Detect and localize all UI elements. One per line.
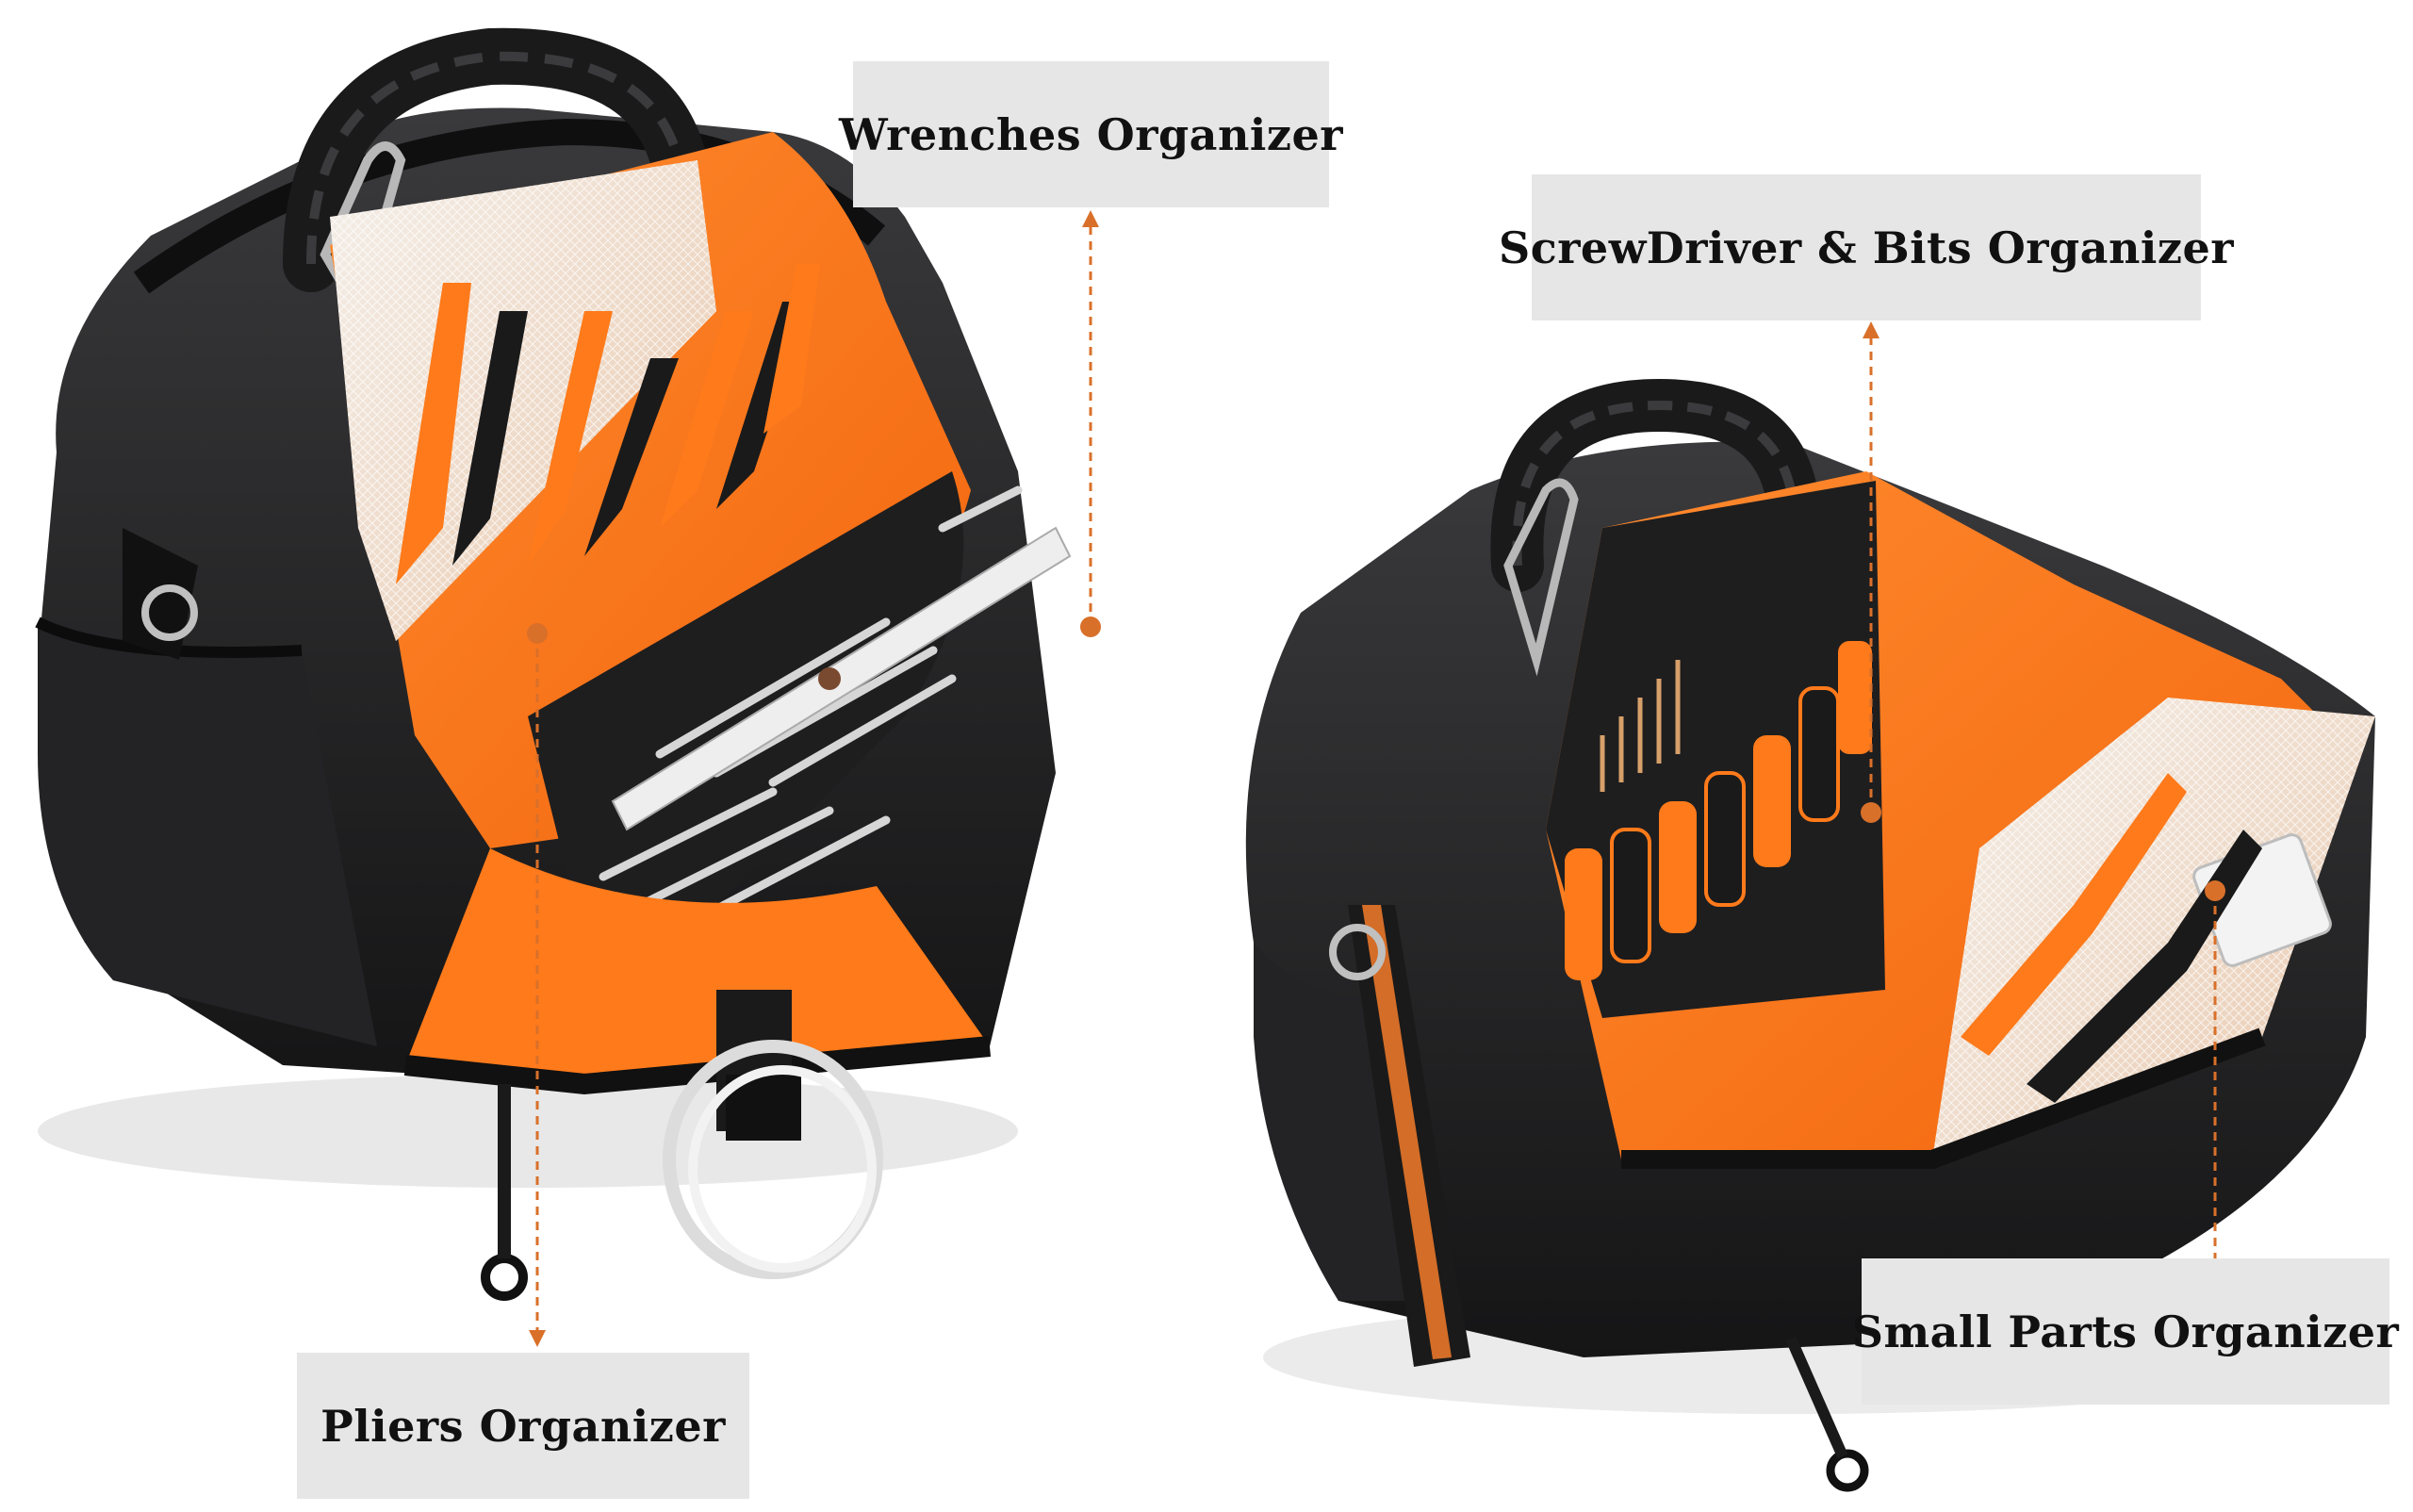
leader-dots [527, 616, 2225, 901]
wrenches-icon [599, 485, 1051, 924]
wrenches-organizer-label: Wrenches Organizer [839, 61, 1343, 207]
pliers-icon [396, 264, 820, 584]
left-tool-bag [35, 27, 1072, 1301]
leader-lines [529, 210, 2224, 1347]
screwdrivers-icon [1565, 641, 1872, 980]
pliers-organizer-label: Pliers Organizer [297, 1353, 749, 1499]
small-parts-organizer-label: Small Parts Organizer [1852, 1258, 2399, 1405]
screwdriver-bits-organizer-label: ScrewDriver & Bits Organizer [1499, 174, 2234, 320]
